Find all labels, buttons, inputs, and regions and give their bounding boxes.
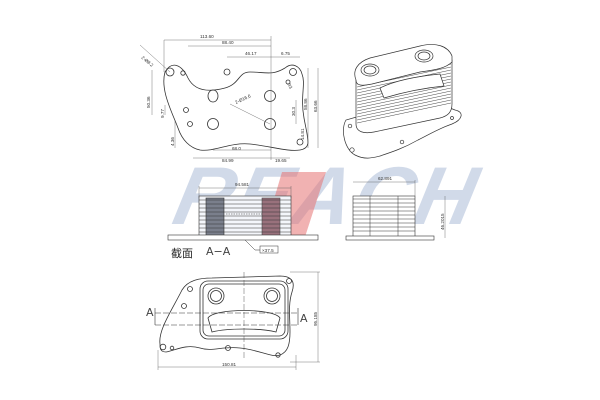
section-title: A−A [206, 245, 231, 258]
section-title-cn: 截面 [171, 247, 193, 260]
dim-side-width: 62.891 [378, 176, 392, 181]
side-view [345, 180, 446, 241]
dim-section-width: 94.581 [235, 182, 249, 187]
isometric-view [343, 44, 462, 159]
dim-left-small: 9.77 [160, 109, 165, 118]
dim-bottom-view-width: 150.81 [222, 362, 236, 367]
dim-port-spacing: 68.0 [232, 146, 241, 151]
section-marker-left: A [146, 306, 154, 319]
dim-top-offset: 46.17 [245, 51, 257, 56]
top-view-outline [163, 64, 309, 151]
section-marker-right: A [300, 312, 308, 325]
dim-right-mid: 58.86 [303, 98, 308, 110]
dim-right-inner: 30.3 [291, 107, 296, 116]
bottom-view [154, 271, 320, 370]
dim-port-dia: 2-Ø16.6 [234, 93, 252, 105]
section-callout: ×37.5 [262, 248, 274, 253]
top-view-dim-lines [139, 36, 319, 160]
dim-corner-offset: 6.75 [281, 51, 290, 56]
dim-right-overall: 63.66 [313, 100, 318, 112]
dim-left-height: 50.36 [146, 96, 151, 108]
dim-side-height: 46.2015 [440, 213, 445, 230]
dim-left-bottom: 4.36 [170, 137, 175, 146]
dim-hole-span: 88.40 [222, 40, 234, 45]
dim-bottom-width: 84.99 [222, 158, 234, 163]
section-view [167, 186, 319, 254]
dim-bottom-view-height: 95.185 [313, 312, 318, 326]
dim-overall-width: 113.60 [200, 34, 214, 39]
dim-right-bottom: 14.81 [300, 128, 305, 140]
dim-bottom-right: 19.65 [275, 158, 287, 163]
dim-mount-hole: 2-Ø8.2 [140, 55, 154, 68]
dim-slot: R3 [286, 82, 293, 90]
